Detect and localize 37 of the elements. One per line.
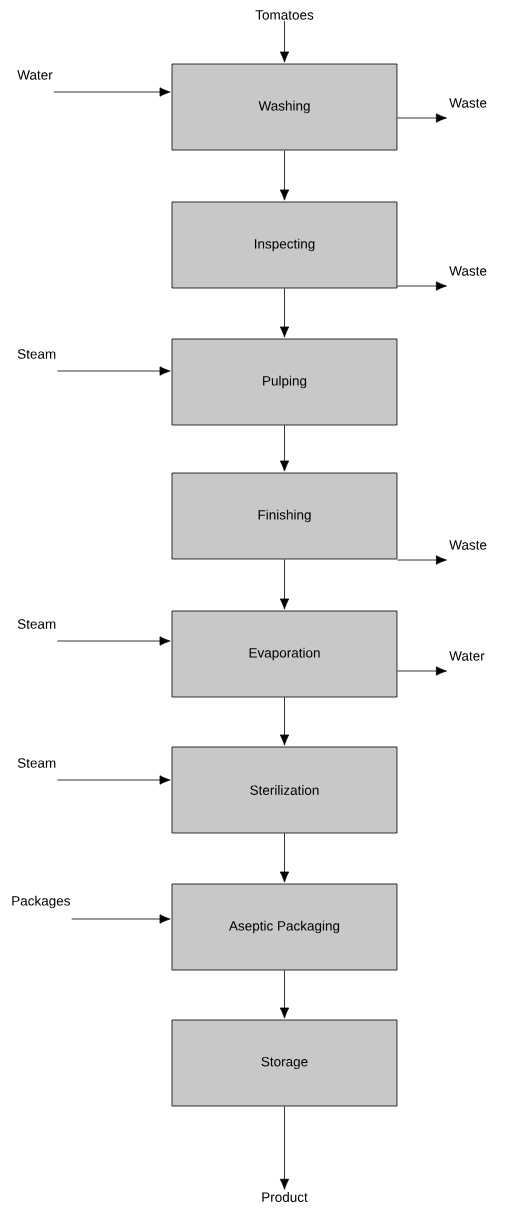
arrow: [279, 1106, 290, 1190]
input-label: Water: [17, 70, 53, 80]
process-box: Finishing: [171, 472, 398, 560]
arrow: [57, 636, 171, 646]
arrow: [279, 150, 290, 201]
arrow: [279, 425, 290, 472]
process-box: Sterilization: [171, 746, 398, 834]
input-label: Steam: [17, 619, 56, 629]
process-box: Storage: [171, 1019, 398, 1107]
arrow: [279, 20, 290, 63]
arrow: [397, 666, 447, 676]
arrow: [397, 281, 447, 291]
flow-label: Tomatoes: [255, 10, 314, 20]
output-label: Water: [449, 651, 485, 661]
arrow: [397, 555, 447, 565]
arrow: [279, 559, 290, 610]
arrow: [57, 366, 171, 376]
output-label: Waste: [449, 540, 487, 550]
arrow: [71, 914, 171, 924]
input-label: Packages: [12, 895, 70, 909]
arrow: [279, 970, 290, 1019]
output-label: Waste: [449, 266, 487, 276]
arrow: [279, 288, 290, 338]
input-label: Steam: [17, 349, 56, 359]
arrow: [53, 87, 171, 97]
process-box: Inspecting: [171, 201, 398, 289]
arrow: [279, 697, 290, 746]
process-box: Pulping: [171, 338, 398, 426]
process-box: Evaporation: [171, 610, 398, 698]
arrow: [397, 113, 447, 123]
arrow: [57, 775, 171, 785]
input-label: Steam: [17, 758, 56, 768]
process-box: Washing: [171, 63, 398, 151]
process-box: Aseptic Packaging: [171, 883, 398, 971]
output-label: Waste: [449, 98, 487, 108]
flow-label: Product: [262, 1192, 308, 1202]
arrow: [279, 833, 290, 883]
